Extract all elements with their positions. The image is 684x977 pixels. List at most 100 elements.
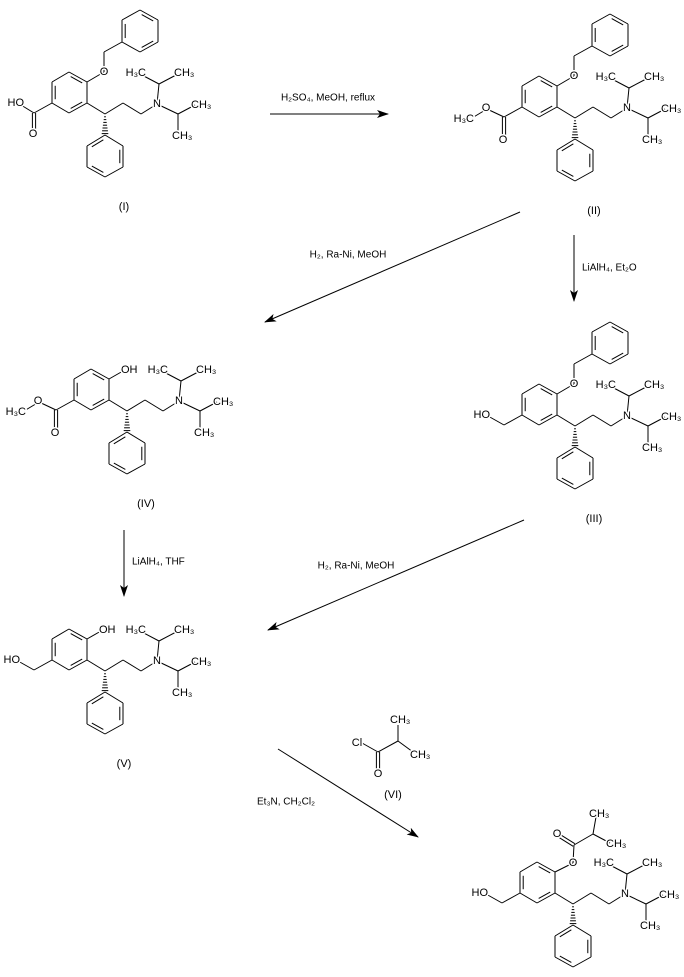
atom-label: H₃C xyxy=(594,857,614,869)
atom-label: CH₃ xyxy=(659,889,679,901)
bond xyxy=(180,370,201,382)
compound-label: (III) xyxy=(586,513,603,525)
atom-label: CH₃ xyxy=(390,714,410,726)
bond xyxy=(103,41,123,53)
bond xyxy=(592,414,612,427)
bond xyxy=(538,866,551,874)
conditions-IV-to-V: LiAlH₄, THF xyxy=(132,557,185,568)
atom-label: H₃C xyxy=(596,379,616,391)
atom-label: CH₃ xyxy=(642,134,662,146)
bond xyxy=(538,891,551,899)
bond xyxy=(126,463,146,475)
conditions-III-to-V: H₂, Ra-Ni, MeOH xyxy=(318,561,395,572)
bond xyxy=(122,102,142,115)
bond xyxy=(611,352,624,360)
bond xyxy=(17,660,35,671)
bond xyxy=(540,80,553,88)
bond xyxy=(538,106,558,118)
atom-label: O xyxy=(570,70,579,82)
arrow-II-to-IV xyxy=(264,211,521,323)
bond xyxy=(177,104,196,115)
bond xyxy=(397,740,414,753)
bond xyxy=(68,659,88,671)
bond xyxy=(91,696,104,705)
bond xyxy=(521,414,540,426)
bond xyxy=(536,892,556,904)
bond xyxy=(574,170,594,182)
bond xyxy=(162,400,180,412)
bond xyxy=(33,102,53,114)
bond xyxy=(572,956,592,968)
bond xyxy=(55,399,75,411)
bond xyxy=(519,861,538,873)
bond xyxy=(556,75,575,87)
bond xyxy=(574,478,594,490)
compound-label: (IV) xyxy=(137,498,155,510)
atom-label: N xyxy=(623,410,631,422)
bond xyxy=(485,893,503,904)
atom-label: H₃C xyxy=(596,71,616,83)
atom-label: CH₃ xyxy=(213,396,233,408)
bond xyxy=(626,107,649,119)
bond xyxy=(471,108,488,119)
bond xyxy=(559,955,572,963)
bond xyxy=(86,102,106,115)
bond xyxy=(591,353,611,365)
bond xyxy=(90,399,110,411)
bond xyxy=(104,723,124,735)
bond xyxy=(626,87,630,109)
bond xyxy=(86,630,102,640)
bond xyxy=(538,383,558,395)
atom-label: N xyxy=(621,888,629,900)
bond xyxy=(574,414,594,427)
atom-label: O xyxy=(374,768,383,780)
bond xyxy=(144,399,164,412)
bond xyxy=(104,134,124,147)
bond xyxy=(104,102,124,115)
bond xyxy=(572,924,592,937)
bond xyxy=(156,640,160,662)
bond xyxy=(556,138,576,151)
bond xyxy=(554,924,574,937)
bond xyxy=(91,139,104,148)
bond xyxy=(108,431,128,444)
atom-label: O xyxy=(34,395,43,407)
bond xyxy=(624,893,647,905)
conditions-II-to-IV: H₂, Ra-Ni, MeOH xyxy=(310,250,387,261)
atom-label: Cl xyxy=(352,737,362,749)
bond xyxy=(177,661,196,672)
atom-label: H₃C xyxy=(126,67,146,79)
bond xyxy=(104,691,124,704)
bond xyxy=(574,106,594,119)
bond xyxy=(156,83,160,105)
bond xyxy=(574,446,594,459)
bond xyxy=(590,892,610,905)
bond xyxy=(68,628,88,640)
bond xyxy=(104,166,124,178)
bond xyxy=(591,13,611,25)
conditions-V-to-VII: Et₃N, CH₂Cl₂ xyxy=(257,797,315,808)
bond xyxy=(573,833,594,846)
bond xyxy=(556,446,576,459)
atom-label: O xyxy=(482,102,491,114)
bond xyxy=(572,844,575,864)
bond xyxy=(91,722,104,730)
bond xyxy=(556,835,574,847)
bond xyxy=(121,41,141,53)
bond xyxy=(139,41,159,53)
atom-label: CH₃ xyxy=(191,656,211,668)
atom-label: CH₃ xyxy=(174,624,194,636)
compound-label: (I) xyxy=(119,201,129,213)
bond xyxy=(554,892,574,905)
bond xyxy=(626,395,630,417)
bond xyxy=(377,740,399,753)
atom-label: O xyxy=(29,128,38,140)
bond xyxy=(647,416,666,427)
bond xyxy=(141,14,154,22)
bond xyxy=(609,77,630,89)
bond xyxy=(70,76,83,84)
atom-label: O xyxy=(51,427,60,439)
bond xyxy=(86,691,106,704)
